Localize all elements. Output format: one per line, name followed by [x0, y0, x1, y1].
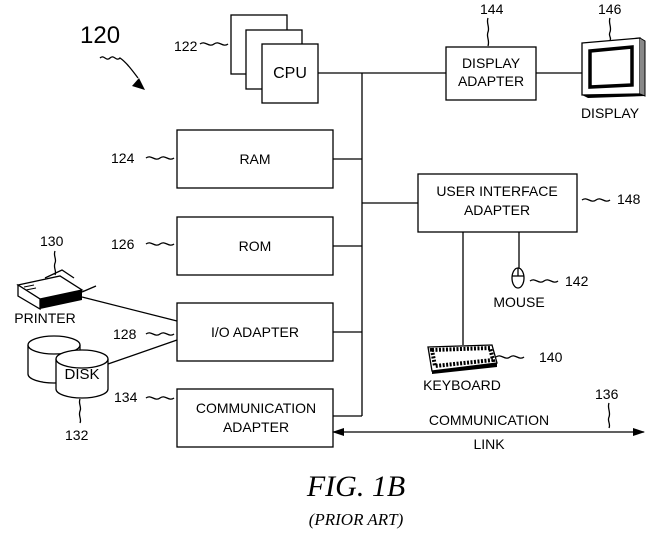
cpu-label: CPU	[273, 65, 307, 82]
io-adapter-ref: 128	[113, 326, 137, 342]
figure-subcaption: (PRIOR ART)	[309, 510, 404, 529]
keyboard-label: KEYBOARD	[423, 377, 501, 393]
display-label: DISPLAY	[581, 105, 640, 121]
display-ref: 146	[598, 1, 622, 17]
comm-link-label-2: LINK	[473, 436, 505, 452]
printer-cable	[81, 296, 178, 322]
display-adapter-label-1: DISPLAY	[462, 55, 521, 71]
printer-ref: 130	[40, 233, 64, 249]
figure-ref-arrow	[99, 56, 139, 79]
io-adapter-box	[176, 302, 334, 362]
mouse-ref: 142	[565, 273, 589, 289]
figure-caption: FIG. 1B	[306, 470, 405, 503]
ram-leader	[145, 156, 175, 160]
rom-label: ROM	[239, 238, 272, 254]
disk-ref: 132	[65, 427, 89, 443]
comm-adapter-ref: 134	[114, 389, 138, 405]
cpu-leader	[199, 42, 229, 46]
comm-adapter-leader	[145, 396, 175, 400]
rom-ref: 126	[111, 236, 135, 252]
keyboard-ref: 140	[539, 349, 563, 365]
keyboard-leader	[495, 355, 525, 359]
display-adapter-box	[445, 46, 537, 101]
rom-box	[176, 216, 334, 276]
display-leader	[608, 17, 612, 41]
printer-label: PRINTER	[14, 310, 75, 326]
comm-adapter-label-2: ADAPTER	[223, 419, 289, 435]
keyboard-icon	[427, 344, 498, 374]
comm-link-label-1: COMMUNICATION	[429, 412, 549, 428]
ui-adapter-label-1: USER INTERFACE	[436, 183, 557, 199]
printer-leader	[53, 250, 57, 276]
comm-link-leader	[607, 402, 611, 429]
comm-adapter-label-1: COMMUNICATION	[196, 400, 316, 416]
cpu-stack: CPU	[230, 14, 319, 104]
printer-icon	[16, 269, 97, 311]
io-adapter-leader	[145, 332, 175, 336]
comm-adapter-box	[176, 388, 334, 448]
display-icon	[581, 37, 646, 98]
ui-adapter-label-2: ADAPTER	[464, 202, 530, 218]
mouse-leader	[529, 279, 559, 283]
comm-link-ref: 136	[595, 386, 619, 402]
ui-adapter-ref: 148	[617, 191, 641, 207]
disk-leader	[78, 398, 82, 424]
display-adapter-label-2: ADAPTER	[458, 73, 524, 89]
ui-adapter-box	[417, 173, 578, 233]
cpu-ref: 122	[174, 38, 198, 54]
disk-cable	[107, 339, 178, 365]
figure-ref-number: 120	[80, 22, 120, 49]
display-adapter-leader	[486, 17, 490, 47]
disk-label: DISK	[64, 366, 99, 383]
mouse-icon	[511, 267, 525, 289]
ram-label: RAM	[239, 151, 270, 167]
ram-ref: 124	[111, 150, 135, 166]
ram-box	[176, 129, 334, 189]
figure-ref-arrowhead	[132, 78, 145, 90]
disk-icon	[27, 335, 109, 399]
mouse-label: MOUSE	[493, 294, 544, 310]
rom-leader	[145, 242, 175, 246]
ui-adapter-leader	[581, 198, 611, 202]
io-adapter-label: I/O ADAPTER	[211, 324, 299, 340]
display-adapter-ref: 144	[480, 1, 504, 17]
